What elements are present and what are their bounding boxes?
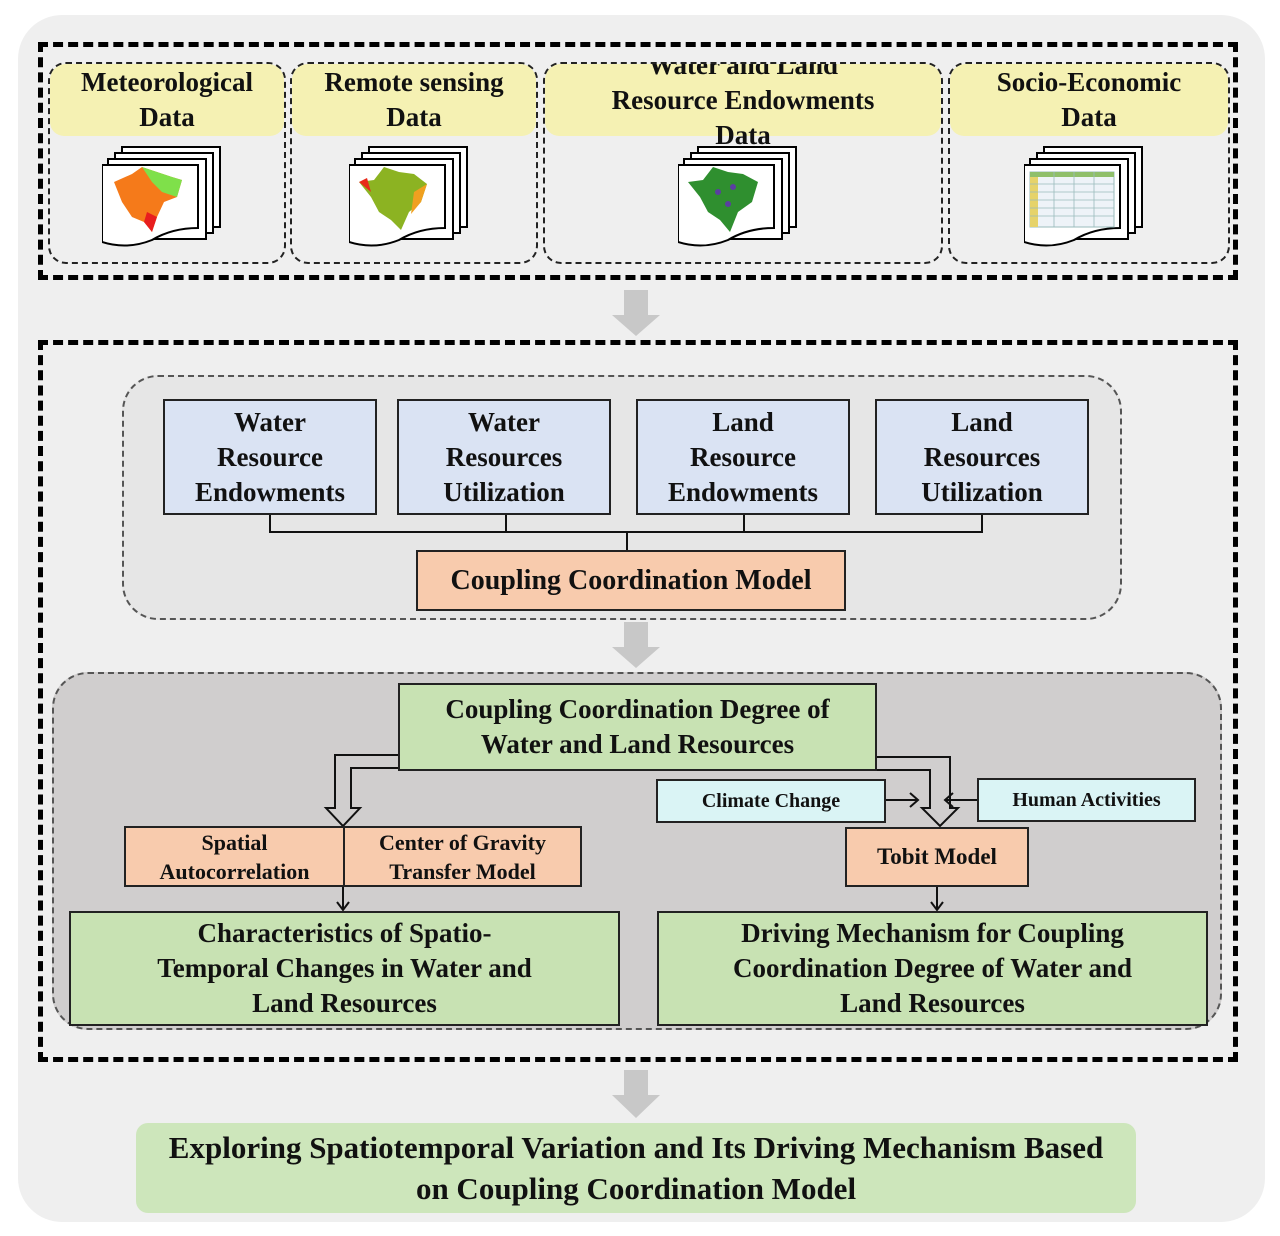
card-remote-sensing: Remote sensing Data	[290, 62, 538, 264]
card-land-resource: Water and Land Resource Endowments Data	[543, 62, 943, 264]
data-sources-group	[38, 42, 1238, 280]
box-climate-change: Climate Change	[656, 779, 886, 823]
box-characteristics: Characteristics of Spatio-Temporal Chang…	[69, 911, 620, 1026]
land-resource-map-icon	[678, 146, 797, 247]
box-coupling-model: Coupling Coordination Model	[416, 550, 846, 611]
box-driving-mechanism: Driving Mechanism for Coupling Coordinat…	[657, 911, 1208, 1026]
box-human-activities: Human Activities	[977, 778, 1196, 822]
spreadsheet-icon	[1024, 146, 1143, 247]
card-title: Meteorological Data	[50, 64, 284, 136]
box-gravity-transfer: Center of Gravity Transfer Model	[343, 826, 582, 887]
box-water-resource-endowments: Water Resource Endowments	[163, 399, 377, 515]
flow-arrow-1	[612, 290, 660, 336]
box-land-resource-endowments: Land Resource Endowments	[636, 399, 850, 515]
final-goal-box: Exploring Spatiotemporal Variation and I…	[136, 1123, 1136, 1213]
box-water-resources-utilization: Water Resources Utilization	[397, 399, 611, 515]
card-socio-economic: Socio-Economic Data	[948, 62, 1230, 264]
card-title: Water and Land Resource Endowments Data	[545, 64, 941, 150]
flow-arrow-3	[612, 1070, 660, 1118]
meteorological-map-icon	[102, 146, 221, 247]
remote-sensing-map-icon	[349, 146, 468, 247]
card-meteorological: Meteorological Data	[48, 62, 286, 264]
card-title: Socio-Economic Data	[950, 64, 1228, 136]
box-land-resources-utilization: Land Resources Utilization	[875, 399, 1089, 515]
box-tobit-model: Tobit Model	[845, 827, 1029, 887]
box-coupling-degree: Coupling Coordination Degree of Water an…	[398, 683, 877, 771]
card-title: Remote sensing Data	[292, 64, 536, 136]
flow-arrow-2	[612, 622, 660, 668]
analysis-group	[38, 340, 1238, 1062]
box-spatial-autocorrelation: Spatial Autocorrelation	[124, 826, 345, 887]
